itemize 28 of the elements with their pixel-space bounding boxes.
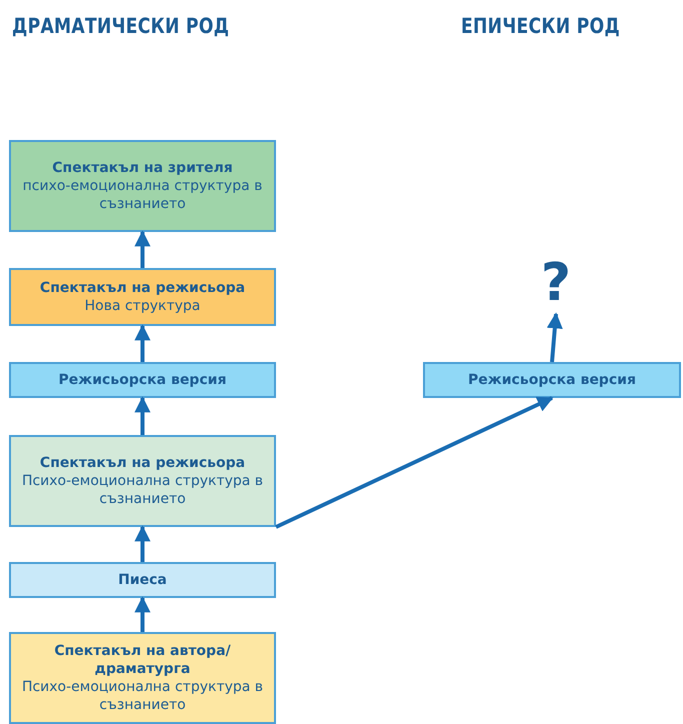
arrow	[134, 525, 150, 562]
box-text: Психо-емоционална структура в съзнанието	[20, 678, 264, 714]
arrow	[134, 396, 150, 435]
process-box	[9, 140, 276, 232]
box-heading: Спектакъл на зрителя	[52, 158, 233, 177]
box-heading: Спектакъл на режисьора	[40, 454, 246, 472]
question-mark: ?	[528, 252, 584, 314]
process-box	[9, 268, 276, 326]
process-box	[9, 435, 276, 527]
section-heading: ДРАМАТИЧЕСКИ РОД	[12, 14, 230, 38]
arrow	[134, 324, 150, 362]
box-heading: Режисьорска версия	[58, 370, 226, 390]
arrow	[546, 312, 563, 362]
arrow	[275, 396, 554, 529]
box-text: психо-емоционална структура в съзнанието	[22, 176, 264, 214]
arrow	[134, 596, 150, 632]
process-box	[9, 632, 276, 724]
box-heading: Спектакъл на автора/драматурга	[53, 642, 232, 678]
process-box	[423, 362, 681, 398]
box-heading: Спектакъл на режисьора	[40, 278, 246, 297]
arrow	[134, 230, 150, 268]
box-text: Психо-емоционална структура в съзнанието	[20, 472, 264, 508]
process-box	[9, 562, 276, 598]
process-box	[9, 362, 276, 398]
box-heading: Пиеса	[118, 570, 167, 590]
box-text: Нова структура	[84, 297, 200, 316]
section-heading: ЕПИЧЕСКИ РОД	[461, 14, 620, 38]
box-heading: Режисьорска версия	[468, 370, 636, 390]
